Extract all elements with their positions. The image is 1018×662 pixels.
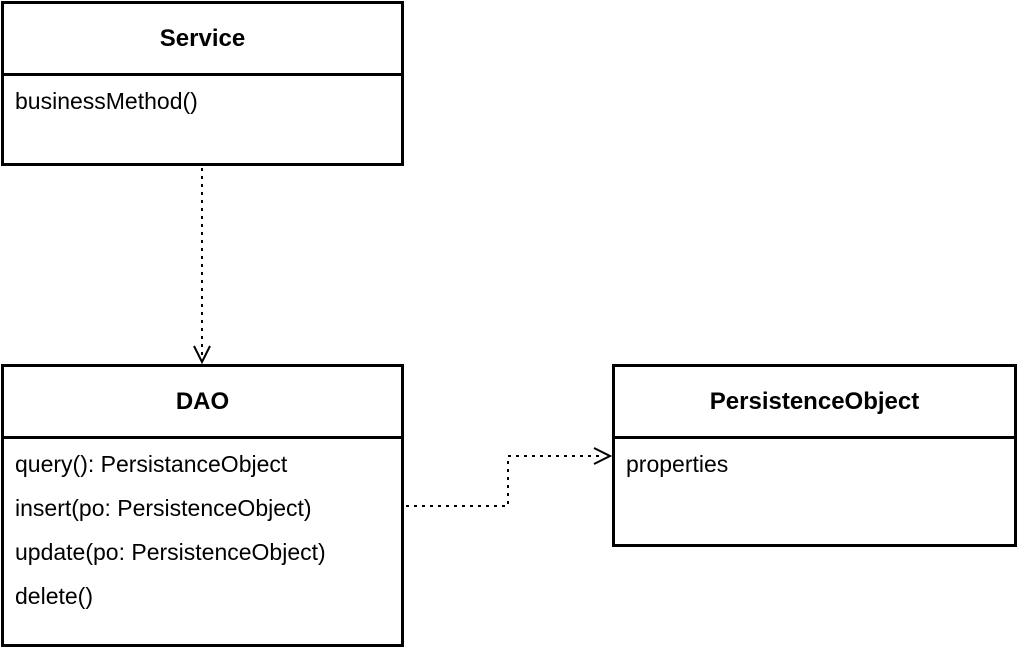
- service-class-name: Service: [4, 4, 401, 76]
- dao-to-po-arrowhead: [593, 447, 613, 465]
- dao-method-update: update(po: PersistenceObject): [15, 539, 326, 565]
- dao-to-po-dependency-line: [406, 455, 604, 507]
- dao-method-insert: insert(po: PersistenceObject): [15, 495, 312, 521]
- persistence-object-attribute-properties: properties: [626, 451, 729, 477]
- service-method-business-method: businessMethod(): [15, 88, 198, 114]
- dao-method-delete: delete(): [15, 583, 93, 609]
- service-class-members: businessMethod(): [4, 76, 401, 123]
- service-class-box[interactable]: Service businessMethod(): [1, 1, 404, 166]
- persistence-object-class-members: properties: [615, 439, 1014, 486]
- dao-class-name: DAO: [4, 367, 401, 439]
- persistence-object-class-box[interactable]: PersistenceObject properties: [612, 364, 1017, 547]
- service-to-dao-arrowhead: [193, 345, 211, 365]
- dao-class-box[interactable]: DAO query(): PersistanceObject insert(po…: [1, 364, 404, 647]
- dao-method-query: query(): PersistanceObject: [15, 451, 288, 477]
- persistence-object-class-name: PersistenceObject: [615, 367, 1014, 439]
- dao-class-members: query(): PersistanceObject insert(po: Pe…: [4, 439, 401, 618]
